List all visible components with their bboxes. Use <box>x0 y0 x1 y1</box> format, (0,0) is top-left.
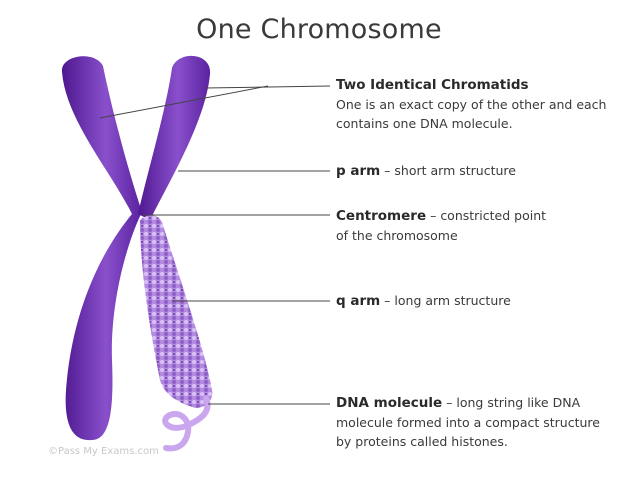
label-term: q arm <box>336 293 381 309</box>
separator: – <box>442 395 457 410</box>
label-p-arm: p arm – short arm structure <box>336 161 516 181</box>
label-desc: long arm structure <box>394 293 511 308</box>
copyright-credit: ©Pass My Exams.com <box>48 446 159 457</box>
left-chromatid <box>61 56 142 441</box>
label-centromere: Centromere – constricted point of the ch… <box>336 206 546 245</box>
label-desc: molecule formed into a compact structure <box>336 415 600 430</box>
label-term: Two Identical Chromatids <box>336 77 529 93</box>
dna-tail <box>162 395 211 452</box>
label-term: DNA molecule <box>336 395 443 411</box>
label-desc: by proteins called histones. <box>336 434 508 449</box>
label-desc: One is an exact copy of the other and ea… <box>336 97 607 112</box>
q-arm-coiled <box>140 215 213 408</box>
label-term: p arm <box>336 163 381 179</box>
right-upper-arm <box>138 55 211 220</box>
label-desc: constricted point <box>440 208 547 223</box>
separator: – <box>380 163 395 178</box>
diagram-title: One Chromosome <box>196 14 442 45</box>
label-desc: of the chromosome <box>336 228 458 243</box>
label-q-arm: q arm – long arm structure <box>336 291 511 311</box>
label-dna-molecule: DNA molecule – long string like DNA mole… <box>336 393 600 451</box>
separator: – <box>426 208 441 223</box>
separator: – <box>380 293 395 308</box>
label-desc: long string like DNA <box>456 395 581 410</box>
label-chromatids: Two Identical Chromatids One is an exact… <box>336 75 606 133</box>
label-term: Centromere <box>336 208 427 224</box>
label-desc: contains one DNA molecule. <box>336 116 513 131</box>
label-desc: short arm structure <box>394 163 516 178</box>
